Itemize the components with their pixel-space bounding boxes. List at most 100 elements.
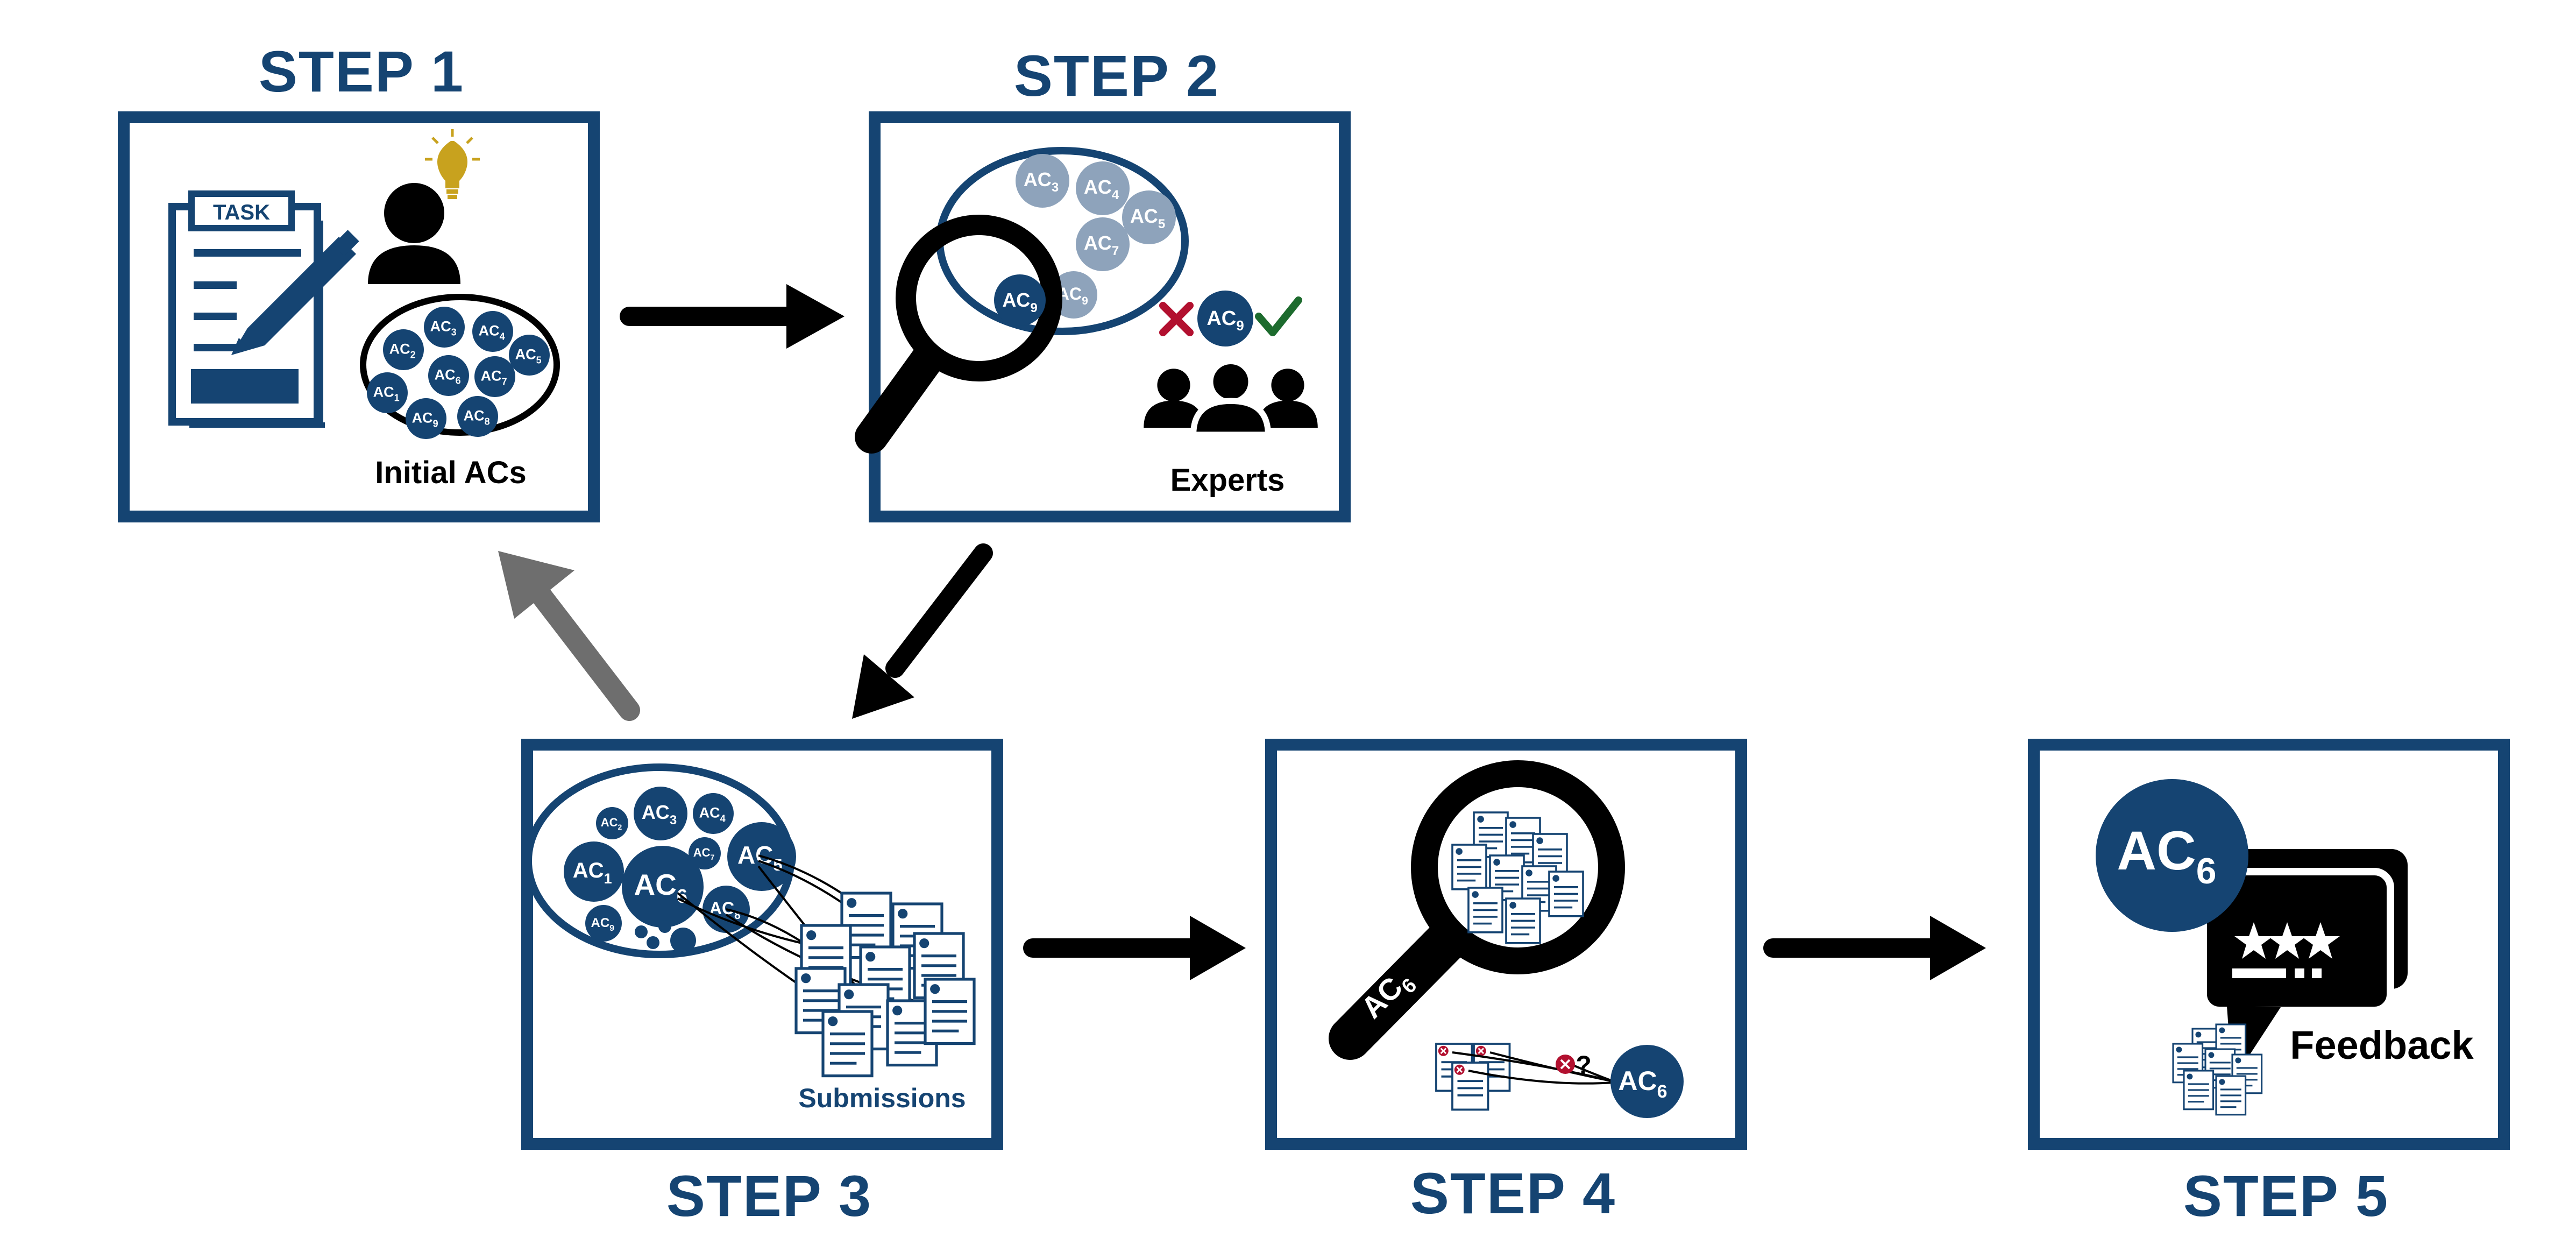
unknown-failure-icon: ? [1556,1051,1592,1080]
ac-base: AC [435,367,456,383]
ac-label: AC2 [601,816,622,831]
ac-1-circle: AC1 [367,372,408,413]
ac-sub: 2 [618,823,622,831]
ac-bubble [689,837,721,869]
ac-sub: 9 [1030,301,1037,315]
ac-sub: 3 [451,327,457,338]
ac-sub: 5 [1158,217,1165,231]
ac-bubble [634,787,687,840]
lightbulb-icon [425,129,480,199]
unknown-mark: ? [1576,1051,1591,1080]
ac-sub: 4 [500,331,505,342]
cross-icon [1159,302,1194,336]
ac-label: AC5 [515,346,542,366]
ac-6-circle: AC6 [622,846,704,928]
ac-base: AC [515,346,536,363]
ac-label: AC5 [1130,205,1165,231]
task-label: TASK [213,201,270,224]
speech-bubble-icon [2199,849,2408,1081]
magnifier-icon: AC6 [1329,760,1625,1060]
person-icon [368,183,460,284]
ac-bubble [1122,190,1176,244]
check-icon [1255,296,1302,336]
ac-sub: 6 [2196,851,2217,892]
ac-3-circle: AC3 [1016,154,1069,208]
ac-base: AC [1084,176,1112,198]
step-4-title: STEP 4 [1410,1161,1616,1226]
ac-sub: 4 [720,814,726,824]
ac-base: AC [699,805,720,821]
ac-bubble [472,311,513,352]
initial-acs-label: Initial ACs [375,455,526,490]
ac-7-circle: AC7 [689,837,721,869]
ac-label: AC4 [479,323,505,342]
ac-9-circle: AC9 [585,905,622,942]
ac-base: AC [573,859,604,882]
ac-bubble [457,396,498,437]
ac-bubble [367,372,408,413]
feedback-ac-6: AC6 [2096,779,2248,932]
ac-base: AC [481,368,502,384]
ac-bubble [564,841,624,902]
ac-5-circle: AC5 [509,335,550,376]
ac-base: AC [464,408,485,424]
ac-base: AC [373,384,394,400]
svg-text:AC9: AC9 [1207,307,1244,334]
ac-label: AC6 [435,367,461,386]
ac-3-circle: AC3 [634,787,687,840]
ac-3-circle: AC3 [424,307,465,348]
pencil-icon [231,230,359,355]
ac-sub: 6 [1657,1081,1667,1102]
ac-sub: 9 [609,924,614,933]
step-3-title: STEP 3 [666,1163,872,1228]
submissions-label: Submissions [798,1083,966,1113]
ac-1-circle: AC1 [564,841,624,902]
ac-label: AC4 [1084,176,1119,202]
ac-base: AC [389,341,410,357]
arrow-step2-to-step3 [852,543,993,719]
experts-group-icon [1144,361,1318,435]
step-3-dots [635,920,696,953]
ac-label: AC9 [591,916,615,933]
ac-6-circle: AC6 [428,355,469,396]
experts-label: Experts [1170,463,1285,498]
selected-ac-9: AC9 [994,274,1046,326]
ac-sub: 7 [710,853,714,861]
ac-8-circle: AC8 [457,396,498,437]
ac-4-circle: AC4 [1076,161,1130,215]
ac-base: AC [1618,1066,1657,1096]
step-2-title: STEP 2 [1014,43,1219,108]
ac-bubble [1076,217,1130,271]
step-5-title: STEP 5 [2183,1163,2389,1228]
ac-base: AC [1130,205,1158,227]
ac-bubble [509,335,550,376]
ac-sub: 4 [1112,188,1119,202]
arrow-step3-to-step4 [1023,916,1246,980]
ac-sub: 1 [604,871,612,887]
feedback-label: Feedback [2290,1023,2474,1067]
ac-bubble [693,793,734,834]
target-ac-6: AC6 [1610,1045,1684,1118]
ac-base: AC [1024,168,1052,190]
ac-sub: 2 [410,350,416,360]
svg-text:AC6: AC6 [1618,1066,1667,1102]
ac-2-circle: AC2 [383,329,424,370]
ac-7-circle: AC7 [474,356,515,397]
star-icon [2234,922,2340,959]
ac-label: AC3 [642,801,677,827]
svg-text:AC9: AC9 [1002,289,1037,315]
ac-sub: 3 [1052,180,1059,195]
ac-base: AC [479,323,500,339]
ac-label: AC3 [1024,168,1059,195]
expert-ac-9: AC9 [1197,291,1253,346]
ac-bubble [1016,154,1069,208]
ac-bubble [424,307,465,348]
ac-sub: 5 [536,355,542,366]
ac-label: AC4 [699,805,726,824]
ac-9-circle: AC9 [406,398,446,439]
arrow-step4-to-step5 [1763,916,1986,980]
ac-base: AC [430,319,451,335]
ac-base: AC [642,801,670,823]
ac-base: AC [601,816,618,829]
